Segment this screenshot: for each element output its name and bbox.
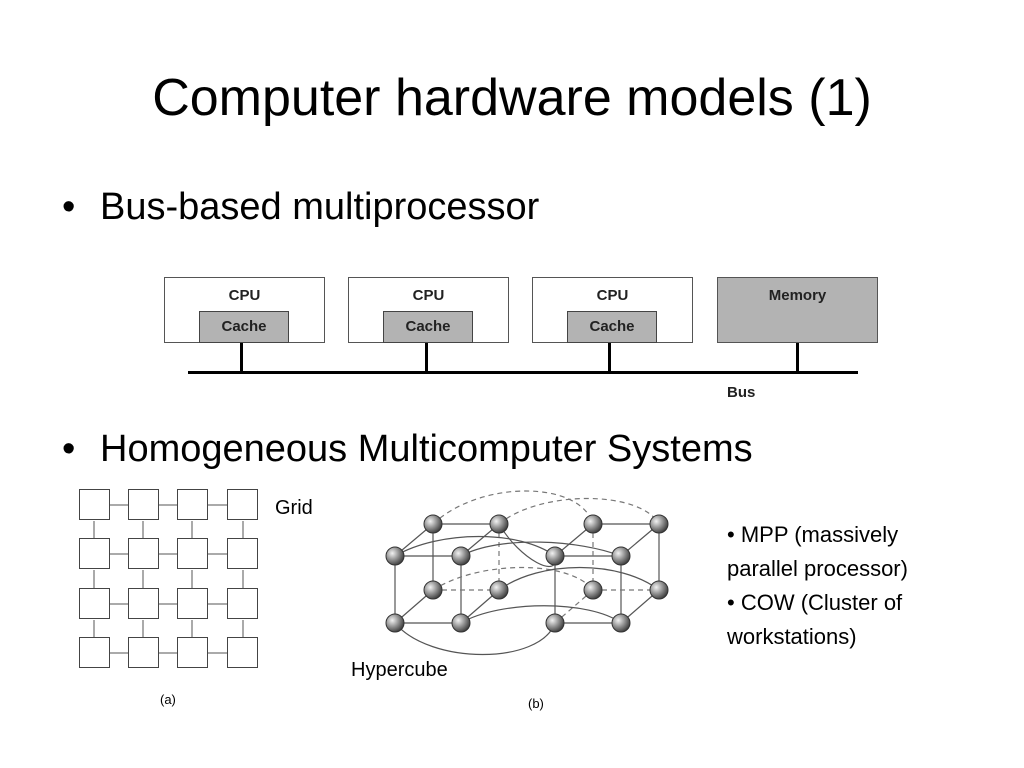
cpu-label: CPU (596, 287, 629, 304)
cpu-label: CPU (412, 287, 445, 304)
bus-label: Bus (727, 384, 756, 401)
cpu-block-3: CPU Cache (532, 277, 693, 343)
bullet-bus-based-text: Bus-based multiprocessor (100, 186, 540, 228)
cache-box: Cache (199, 311, 289, 343)
side-note-line: workstations) (727, 624, 857, 649)
hypercube-node (451, 546, 471, 566)
bullet-bus-based: • Bus-based multiprocessor (62, 182, 539, 232)
grid-node (128, 637, 159, 668)
side-note-line: • COW (Cluster of (727, 590, 903, 615)
bus-connector (425, 343, 428, 373)
grid-node (227, 538, 258, 569)
grid-node (79, 588, 110, 619)
bullet-homogeneous-text: Homogeneous Multicomputer Systems (100, 428, 753, 470)
hypercube-node (489, 580, 509, 600)
bus-line (188, 371, 858, 374)
bullet-homogeneous: • Homogeneous Multicomputer Systems (62, 424, 753, 474)
bus-connector (796, 343, 799, 373)
bullet-marker: • (62, 428, 76, 470)
hypercube-node (451, 613, 471, 633)
grid-node (177, 588, 208, 619)
hypercube-node (649, 514, 669, 534)
grid-node (177, 637, 208, 668)
grid-node (128, 588, 159, 619)
hypercube-node (583, 580, 603, 600)
memory-block: Memory (717, 277, 878, 343)
grid-node (177, 538, 208, 569)
hypercube-label: Hypercube (351, 659, 448, 681)
grid-node (128, 538, 159, 569)
hypercube-node (489, 514, 509, 534)
hypercube-node (423, 580, 443, 600)
memory-label: Memory (768, 287, 827, 304)
bus-connector (608, 343, 611, 373)
bullet-marker: • (62, 186, 76, 228)
side-notes: • MPP (massively parallel processor) • C… (727, 518, 908, 654)
side-note-line: • MPP (massively (727, 522, 899, 547)
hypercube-node (545, 546, 565, 566)
grid-node (79, 637, 110, 668)
hypercube-node (423, 514, 443, 534)
hypercube-node (611, 613, 631, 633)
cache-box: Cache (383, 311, 473, 343)
cpu-block-2: CPU Cache (348, 277, 509, 343)
hypercube-caption: (b) (528, 696, 544, 711)
grid-node (128, 489, 159, 520)
hypercube-node (385, 546, 405, 566)
slide-title: Computer hardware models (1) (152, 69, 872, 127)
cpu-block-1: CPU Cache (164, 277, 325, 343)
hypercube-node (583, 514, 603, 534)
grid-node (227, 489, 258, 520)
grid-caption: (a) (160, 692, 176, 707)
grid-node (177, 489, 208, 520)
grid-label: Grid (275, 497, 313, 519)
hypercube-node (611, 546, 631, 566)
cpu-label: CPU (228, 287, 261, 304)
grid-node (227, 637, 258, 668)
hypercube-node (385, 613, 405, 633)
side-note-line: parallel processor) (727, 556, 908, 581)
hypercube-node (545, 613, 565, 633)
bus-connector (240, 343, 243, 373)
cache-box: Cache (567, 311, 657, 343)
grid-node (227, 588, 258, 619)
grid-node (79, 489, 110, 520)
grid-node (79, 538, 110, 569)
hypercube-node (649, 580, 669, 600)
